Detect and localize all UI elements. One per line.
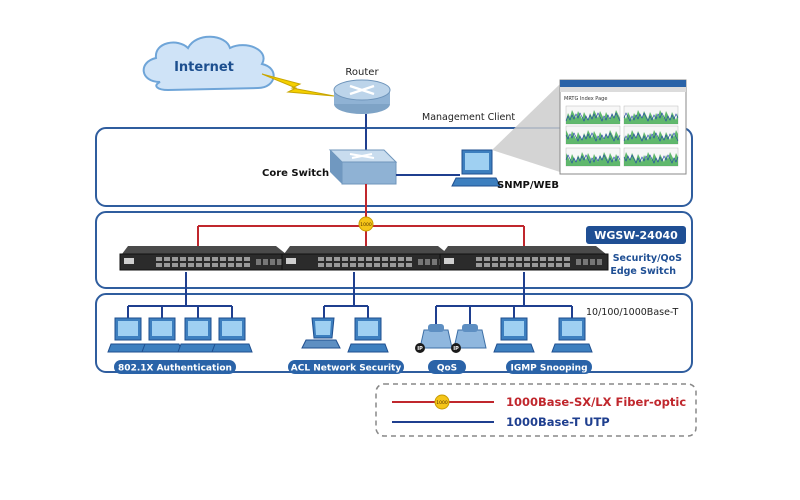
ip-badge-2: IP — [453, 346, 459, 352]
section-tag-qos — [428, 360, 466, 374]
section-tag-8021x — [114, 360, 236, 374]
desktop-pc-icon — [107, 317, 149, 353]
management-client-label: Management Client — [422, 112, 515, 123]
edge-switch-line1: Security/QoS — [613, 253, 682, 264]
section-tag-acl — [288, 360, 404, 374]
legend-fiber-badge — [434, 394, 450, 410]
section-label-8021x: 802.1X Authentication — [118, 364, 232, 374]
lightning-bolt-icon — [261, 73, 335, 97]
desktop-pc-icon — [211, 317, 253, 353]
edge-switch-icon — [439, 246, 609, 271]
model-label: WGSW-24040 — [594, 229, 678, 242]
mrtg-title: MRTG Index Page — [564, 96, 607, 102]
router-icon — [333, 79, 391, 114]
internet-label: Internet — [174, 60, 234, 75]
edge-switch-icon — [281, 246, 451, 271]
core-switch-label: Core Switch — [262, 168, 329, 179]
router-label: Router — [345, 67, 379, 78]
legend-fiber-badge-text: 1000 — [436, 400, 448, 406]
laptop-icon — [301, 317, 341, 349]
model-tag — [586, 226, 686, 244]
core-switch-icon — [328, 149, 398, 185]
section-tag-igmp — [506, 360, 592, 374]
edge-switch-line2: Edge Switch — [610, 266, 676, 277]
desktop-pc-icon — [177, 317, 219, 353]
ip-phone-icon: IP — [415, 324, 453, 353]
management-pc-icon — [451, 149, 501, 187]
desktop-pc-icon — [141, 317, 183, 353]
fiber-badge-text: 1000 — [360, 222, 372, 228]
fiber-badge: 1000 — [358, 216, 374, 232]
legend-utp-label: 1000Base-T UTP — [506, 415, 610, 429]
base-t-label: 10/100/1000Base-T — [586, 307, 678, 318]
desktop-pc-icon — [551, 317, 593, 353]
edge-panel — [95, 211, 693, 289]
edge-switch-icon — [119, 246, 289, 271]
ip-badge-1: IP — [417, 346, 423, 352]
section-label-acl: ACL Network Security — [291, 364, 402, 374]
mrtg-screenshot: MRTG Index Page — [559, 79, 687, 175]
utp-links — [127, 272, 573, 326]
section-label-igmp: IGMP Snooping — [510, 364, 587, 374]
management-panel — [95, 127, 693, 207]
screen-projection — [492, 84, 560, 172]
snmp-web-label: SNMP/WEB — [497, 180, 559, 191]
legend-fiber-label: 1000Base-SX/LX Fiber-optic — [506, 395, 686, 409]
section-label-qos: QoS — [437, 364, 457, 374]
fiber-links — [197, 184, 525, 246]
desktop-pc-icon — [347, 317, 389, 353]
ip-phone-icon: IP — [451, 324, 487, 353]
desktop-pc-icon — [493, 317, 535, 353]
internet-cloud: Internet — [142, 35, 275, 92]
